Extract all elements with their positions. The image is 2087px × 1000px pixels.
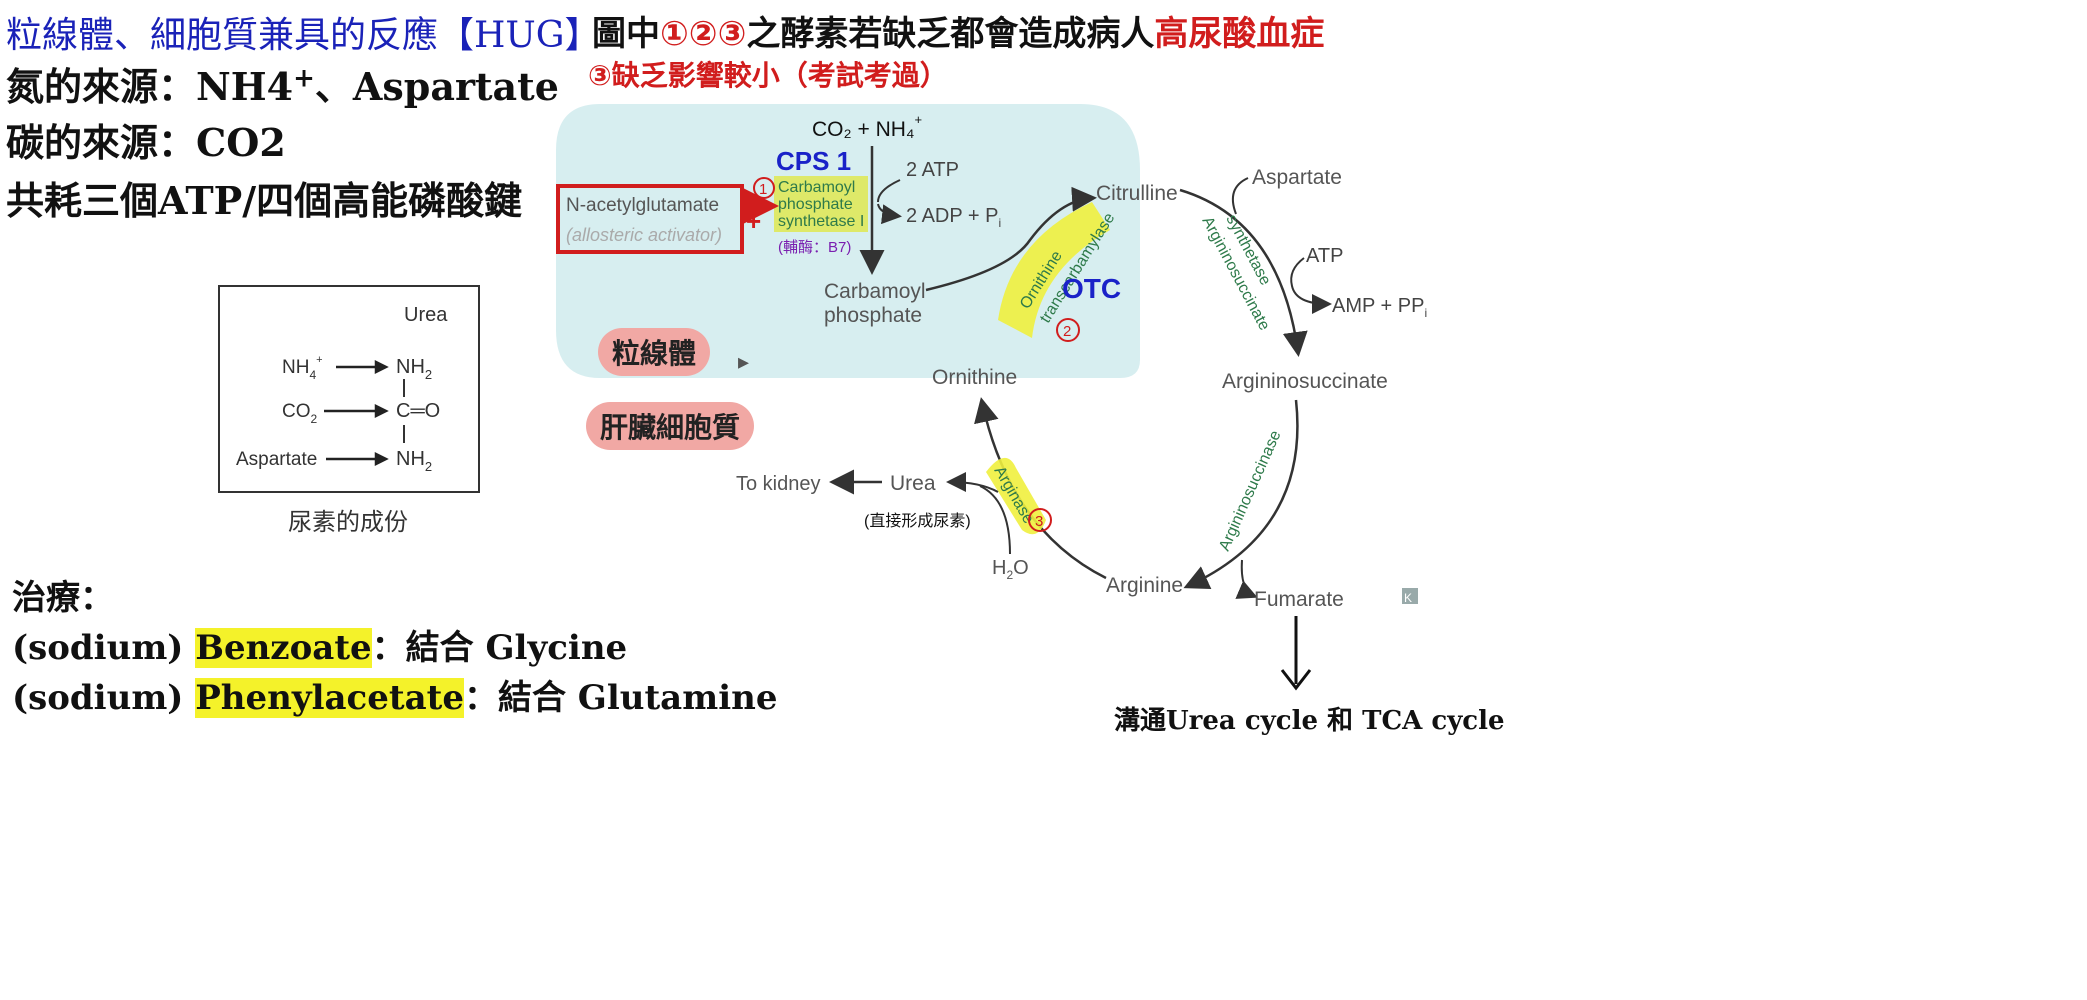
phenylacetate-highlight: Phenylacetate [195,678,464,718]
urea-in-aspartate: Aspartate [236,449,317,470]
mitochondria-region [556,104,1140,378]
nitrogen-source-prefix: 氮的來源：NH4 [6,64,294,109]
adp-out: 2 ADP + Pi [906,205,1001,230]
carbon-source: 碳的來源：CO2 [6,120,286,165]
atp: ATP [1306,245,1343,267]
urea: Urea [890,472,936,495]
enzyme1-line2: phosphate [778,196,853,213]
activator-name: N-acetylglutamate [566,195,719,216]
note-marks: ①②③ [660,14,747,54]
otc-label: OTC [1062,273,1121,304]
arginine: Arginine [1106,574,1183,597]
exam-note: ③缺乏影響較小（考試考過） [588,59,948,92]
treatment-line2-prefix: (sodium) [12,678,196,718]
ornithine: Ornithine [932,366,1017,389]
asl-label: Argininosuccinase [1216,428,1284,554]
enzyme-deficiency-note: 圖中①②③之酵素若缺乏都會造成病人高尿酸血症 [592,6,1324,55]
urea-box-caption: 尿素的成份 [288,508,408,536]
to-kidney: To kidney [736,473,821,495]
urea-composition-box: Urea NH4+ CO2 Aspartate NH2 C═O NH2 [218,285,480,493]
mark-2: 2 [1063,323,1071,340]
activator-note: (allosteric activator) [566,225,722,245]
mark-1: 1 [759,181,767,198]
mitochondria-pill: 粒線體 [598,328,711,376]
urea-out-arrow [946,472,999,493]
urea-out-carbonyl: C═O [396,400,440,422]
note-prefix: 圖中 [592,14,660,54]
note-red-emphasis: 高尿酸血症 [1154,14,1325,54]
urea-box-title: Urea [404,304,448,326]
treatment-phenylacetate: (sodium) Phenylacetate：結合 Glutamine [12,670,777,719]
left-title: 粒線體、細胞質兼具的反應【HUG】 [6,15,601,56]
nitrogen-source-suffix: 、Aspartate [314,64,559,109]
urea-cycle-diagram: CO₂ + NH₄+ CPS 1 Carbamoyl phosphate syn… [556,104,1427,611]
activator-box [556,184,744,254]
citrulline: Citrulline [1096,182,1178,205]
urea-in-nh4: NH4+ [282,354,323,382]
benzoate-highlight: Benzoate [195,628,372,668]
otc-highlight [998,202,1110,338]
tca-link-note: 溝通Urea cycle 和 TCA cycle [1114,706,1505,736]
adp-out-arrow [877,203,902,225]
fumarate: Fumarate [1254,588,1344,611]
treatment-heading: 治療： [12,578,114,618]
treatment-benzoate: (sodium) Benzoate：結合 Glycine [12,620,627,669]
carbamoyl-line2: phosphate [824,304,922,327]
mark-2-circle [1056,318,1080,342]
urea-composition-svg: Urea NH4+ CO2 Aspartate NH2 C═O NH2 [236,304,448,474]
atp-cost: 共耗三個ATP/四個高能磷酸鍵 [6,178,523,223]
nitrogen-source: 氮的來源：NH4+、Aspartate [6,56,559,111]
urea-out-nh2-top: NH2 [396,356,432,382]
cytoplasm-pill: 肝臟細胞質 [586,402,755,450]
mark-3: 3 [1035,513,1043,530]
urea-box-arrows [324,359,389,467]
urea-direct-note: (直接形成尿素) [864,512,971,530]
atp-in: 2 ATP [906,159,959,181]
asl-arc [1183,399,1299,590]
nitrogen-source-sup: + [293,63,315,94]
corner-badge [1402,588,1418,604]
corner-badge-text: K [1404,591,1412,605]
treatment-line1-prefix: (sodium) [12,628,196,668]
urea-out-nh2-bottom: NH2 [396,448,432,474]
argininosuccinate: Argininosuccinate [1222,370,1388,393]
enzyme1-line3: synthetase I [778,213,864,230]
cofactor-note: (輔酶：B7) [778,239,851,256]
atp-in-arrow [877,179,901,203]
to-citrulline-arrow [925,186,1097,292]
treatment-line2-suffix: ：結合 Glutamine [463,678,778,718]
aspartate-in-arrow [1232,177,1249,215]
treatment-line1-suffix: ：結合 Glycine [371,628,628,668]
aspartate: Aspartate [1252,166,1342,189]
enzyme1-line1: Carbamoyl [778,179,855,196]
cps1-enzyme-highlight [774,176,868,232]
fumarate-out-arrow [1235,559,1258,599]
mouse-cursor-icon: ▸ [738,350,750,375]
ass-arc [1179,188,1308,357]
water-arrow [979,485,1011,555]
atp-amp-arrow [1290,257,1332,314]
amp-pp: AMP + PPi [1332,295,1427,320]
activator-plus: + [746,206,761,236]
water: H2O [992,557,1029,582]
tca-down-arrow [1280,616,1312,691]
carbamoyl-line1: Carbamoyl [824,280,926,303]
urea-in-co2: CO2 [282,401,318,426]
note-mid: 之酵素若缺乏都會造成病人 [746,14,1155,54]
cps1-label: CPS 1 [776,146,851,176]
co2-nh4-label: CO₂ + NH₄+ [812,112,922,141]
mark-3-circle [1028,508,1052,532]
